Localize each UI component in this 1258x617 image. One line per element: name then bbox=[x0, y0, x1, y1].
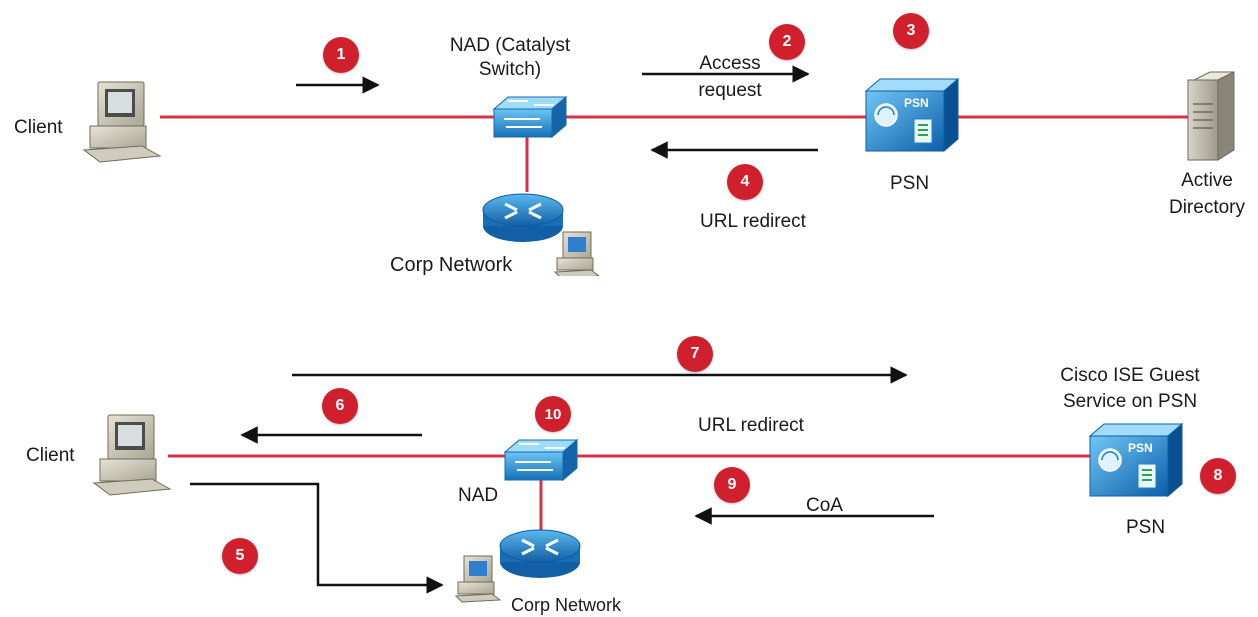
top-corp-pc-icon bbox=[554, 231, 600, 279]
top-router-icon bbox=[481, 192, 565, 244]
bottom-client-label: Client bbox=[26, 445, 75, 466]
active-directory-line1: Active bbox=[1181, 170, 1233, 191]
top-psn-badge-text: PSN bbox=[904, 96, 929, 110]
guest-service-line2: Service on PSN bbox=[1062, 391, 1198, 412]
bottom-router-icon bbox=[498, 528, 582, 580]
bottom-corp-pc-icon bbox=[455, 555, 501, 603]
active-directory-icon bbox=[1187, 71, 1235, 161]
bottom-panel bbox=[93, 366, 1183, 603]
access-request-line2: request bbox=[698, 80, 762, 101]
top-url-redirect-label: URL redirect bbox=[700, 211, 806, 232]
nad-label-line1: NAD (Catalyst bbox=[449, 35, 571, 56]
top-psn-label: PSN bbox=[890, 173, 930, 194]
step-badge-5: 5 bbox=[222, 538, 258, 574]
bottom-corp-network-label: Corp Network bbox=[511, 595, 622, 615]
guest-service-line1: Cisco ISE Guest bbox=[1060, 365, 1200, 386]
bottom-client-pc-icon bbox=[93, 414, 171, 496]
active-directory-line2: Directory bbox=[1168, 197, 1245, 218]
bottom-url-redirect-label: URL redirect bbox=[698, 415, 804, 436]
arrow-step-5 bbox=[190, 482, 444, 594]
top-corp-network-label: Corp Network bbox=[390, 254, 513, 276]
step-badge-8: 8 bbox=[1200, 458, 1236, 494]
bottom-psn-badge-text: PSN bbox=[1128, 441, 1153, 455]
top-psn-icon bbox=[865, 78, 959, 152]
nad-label-line2: Switch) bbox=[478, 59, 542, 80]
top-switch-icon bbox=[493, 96, 567, 138]
bottom-switch-icon bbox=[504, 439, 578, 481]
top-panel bbox=[83, 65, 1235, 279]
step-badge-7: 7 bbox=[677, 336, 713, 372]
step-badge-6: 6 bbox=[322, 388, 358, 424]
step-badge-1: 1 bbox=[323, 37, 359, 73]
top-client-pc-icon bbox=[83, 81, 161, 163]
access-request-line1: Access bbox=[699, 53, 761, 74]
bottom-psn-icon bbox=[1089, 423, 1183, 497]
top-client-label: Client bbox=[14, 117, 63, 138]
step-badge-10: 10 bbox=[535, 396, 571, 432]
step-badge-4: 4 bbox=[727, 164, 763, 200]
step-badge-2: 2 bbox=[769, 24, 805, 60]
top-panel-crop bbox=[380, 276, 620, 290]
bottom-psn-label: PSN bbox=[1126, 517, 1166, 538]
coa-label: CoA bbox=[806, 495, 843, 516]
step-badge-3: 3 bbox=[893, 13, 929, 49]
step-badge-9: 9 bbox=[714, 467, 750, 503]
bottom-nad-label: NAD bbox=[458, 485, 499, 506]
